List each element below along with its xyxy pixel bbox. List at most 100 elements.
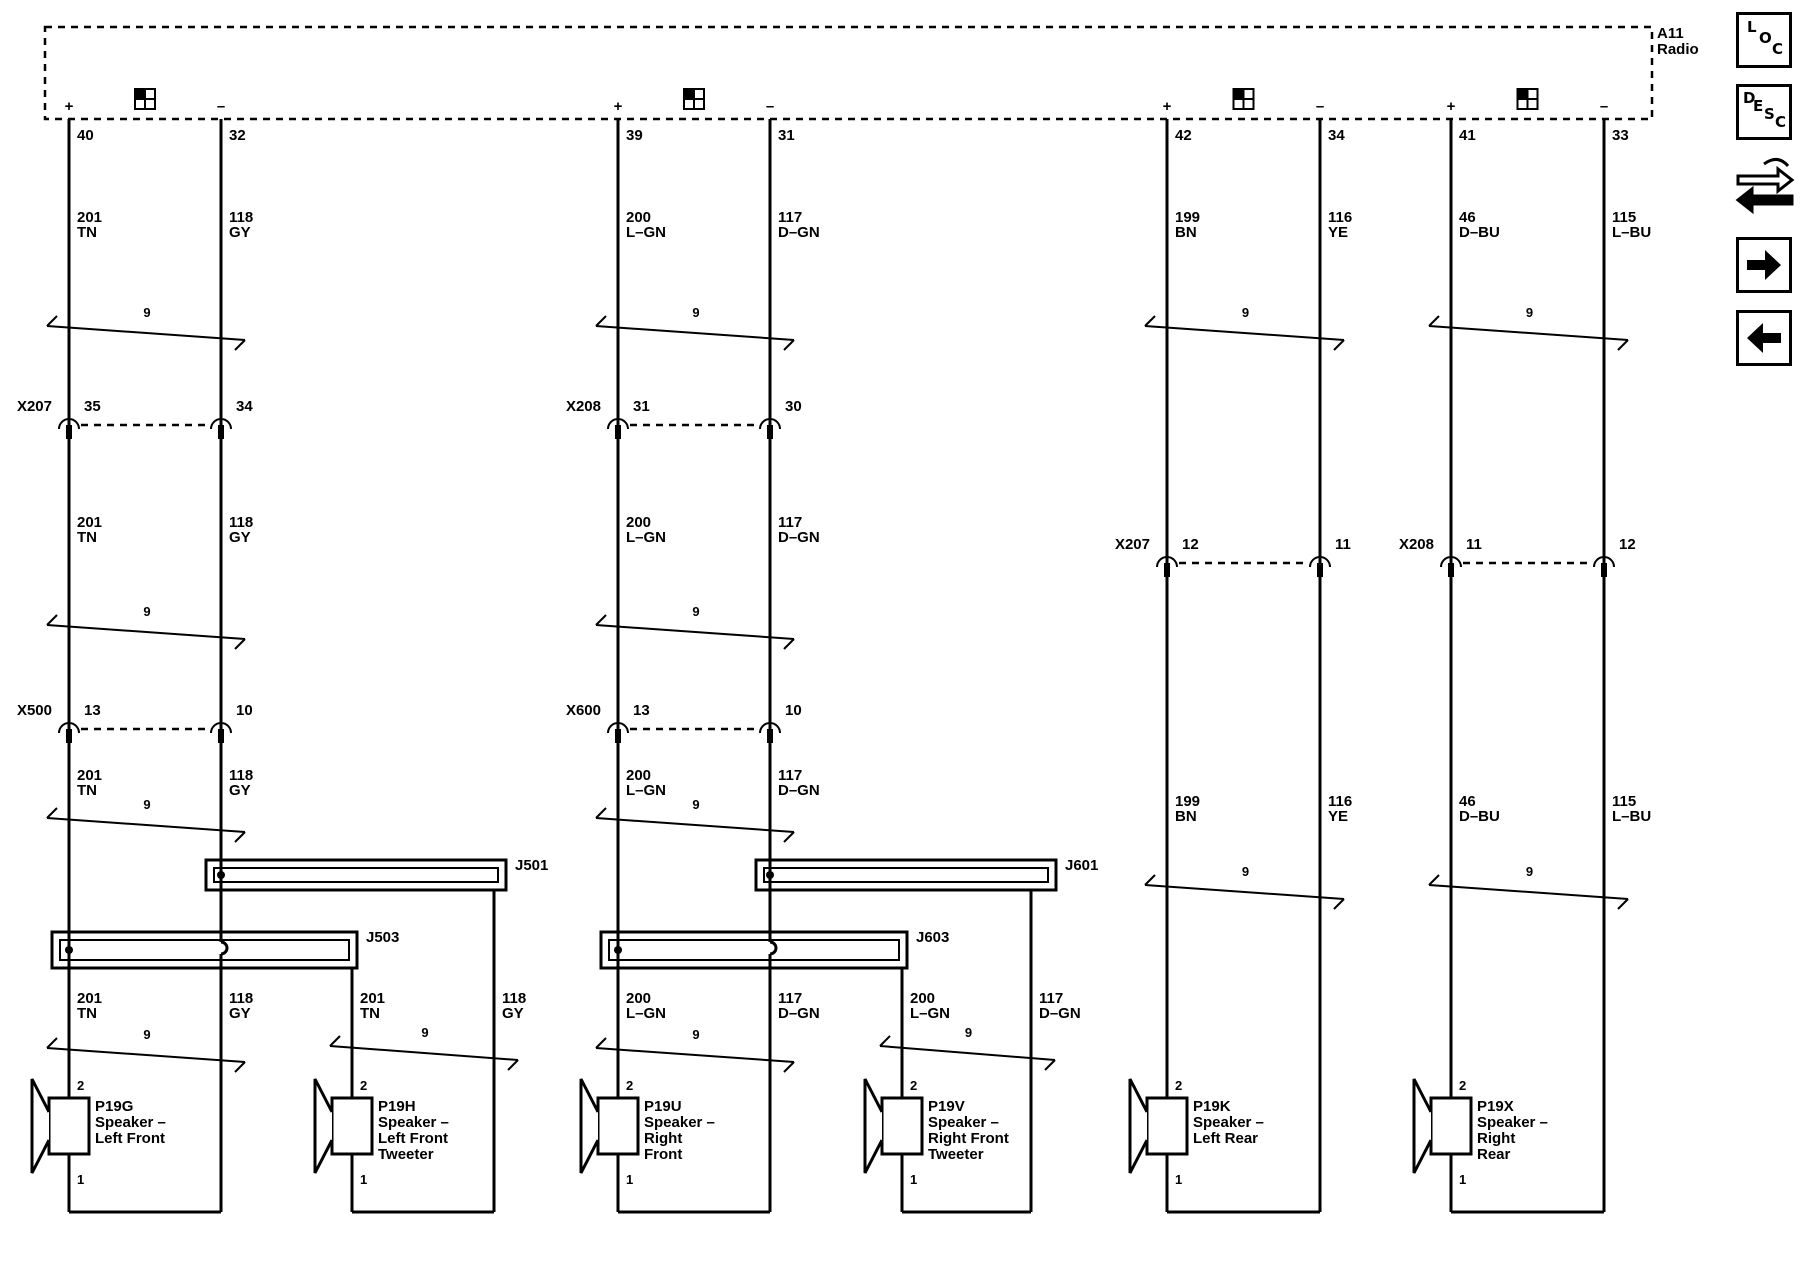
loc-letter-o: O xyxy=(1759,29,1772,47)
right-front-twist-4-tick-right xyxy=(783,1061,795,1073)
right-front-neg-d-color: D–GN xyxy=(778,1005,820,1022)
connector-end-view-icon[interactable] xyxy=(1734,150,1796,220)
left-front-tweeter-neg-circuit: 118 xyxy=(502,990,526,1007)
right-front-c2-pin-0 xyxy=(615,729,621,743)
left-front-woofer-line-0: Speaker – xyxy=(95,1114,166,1131)
left-rear-neg-b-color: YE xyxy=(1328,808,1348,825)
location-button[interactable]: L O C xyxy=(1736,12,1792,68)
left-front-c1-cavity-1 xyxy=(210,418,232,430)
left-rear-neg-a-circuit: 116 xyxy=(1328,209,1352,226)
right-front-pos-d-circuit: 200 xyxy=(626,990,651,1007)
left-rear-pos-b-circuit: 199 xyxy=(1175,793,1200,810)
module-boundary xyxy=(43,25,1654,121)
left-rear-speaker-line-0: Speaker – xyxy=(1193,1114,1264,1131)
left-front-tweeter-pin-bottom: 1 xyxy=(360,1172,367,1187)
right-front-pos-a-circuit: 200 xyxy=(626,209,651,226)
right-front-twist-1-tick-right xyxy=(783,339,795,351)
left-rear-c1-pin-1 xyxy=(1317,563,1323,577)
right-front-tweeter-neg-color: D–GN xyxy=(1039,1005,1081,1022)
right-front-twist-2-count: 9 xyxy=(692,604,699,619)
left-rear-speaker-id: P19K xyxy=(1193,1098,1231,1115)
right-front-pos-a-color: L–GN xyxy=(626,224,666,241)
right-rear-neg-pin: 33 xyxy=(1612,127,1629,144)
left-front-neg-a-color: GY xyxy=(229,224,251,241)
left-front-twist-3-tick-left xyxy=(46,807,58,819)
right-front-twist-1-count: 9 xyxy=(692,305,699,320)
left-front-tweeter-line-0: Speaker – xyxy=(378,1114,449,1131)
left-front-pos-c-color: TN xyxy=(77,782,97,799)
right-front-shield-fill xyxy=(684,89,694,99)
right-front-neg-b-color: D–GN xyxy=(778,529,820,546)
left-rear-neg-b-circuit: 116 xyxy=(1328,793,1352,810)
right-rear-neg-b-circuit: 115 xyxy=(1612,793,1636,810)
left-front-c2-pin-0 xyxy=(66,729,72,743)
right-front-twist-5-line xyxy=(879,1045,1056,1061)
left-front-twist-4-count: 9 xyxy=(143,1027,150,1042)
wire-layer xyxy=(30,88,1629,1214)
left-rear-neg-a-color: YE xyxy=(1328,224,1348,241)
right-front-neg-crossover xyxy=(769,940,778,956)
left-front-neg-pin: 32 xyxy=(229,127,246,144)
left-front-woofer-pin-top: 2 xyxy=(77,1078,84,1093)
next-page-button[interactable] xyxy=(1736,237,1792,293)
left-front-twist-1-tick-left xyxy=(46,315,58,327)
right-front-jpos-outer xyxy=(599,930,909,970)
left-front-woofer-id: P19G xyxy=(95,1098,133,1115)
right-rear-pos-a-circuit: 46 xyxy=(1459,209,1476,226)
right-front-c1-pin-1 xyxy=(767,425,773,439)
right-rear-twist-2-count: 9 xyxy=(1526,864,1533,879)
previous-page-button[interactable] xyxy=(1736,310,1792,366)
right-front-jpos-label: J603 xyxy=(916,929,949,946)
left-front-c2-cavity-1 xyxy=(210,722,232,734)
left-front-c1-pin-0 xyxy=(66,425,72,439)
right-front-tweeter-id: P19V xyxy=(928,1098,965,1115)
right-front-twist-5-tick-right xyxy=(1044,1059,1056,1071)
left-front-twist-5-count: 9 xyxy=(421,1025,428,1040)
description-button[interactable]: D E S C xyxy=(1736,84,1792,140)
right-front-woofer-line-1: Right xyxy=(644,1130,682,1147)
right-front-neg-d-circuit: 117 xyxy=(778,990,802,1007)
left-front-c1-pos-pin: 35 xyxy=(84,398,101,415)
right-rear-neg-a-circuit: 115 xyxy=(1612,209,1636,226)
right-front-twist-2-tick-right xyxy=(783,638,795,650)
right-front-c2-neg-pin: 10 xyxy=(785,702,802,719)
right-front-neg-c-color: D–GN xyxy=(778,782,820,799)
right-front-c1-cavity-1 xyxy=(759,418,781,430)
left-rear-twist-2-tick-right xyxy=(1333,898,1345,910)
left-front-neg-d-circuit: 118 xyxy=(229,990,253,1007)
right-rear-twist-2-tick-left xyxy=(1428,874,1440,886)
left-front-twist-4-tick-left xyxy=(46,1037,58,1049)
left-rear-neg-pin: 34 xyxy=(1328,127,1345,144)
left-front-woofer-cone xyxy=(30,1078,51,1174)
right-front-neg-pin: 31 xyxy=(778,127,795,144)
left-front-woofer-magnet xyxy=(47,1096,91,1156)
right-front-woofer-magnet xyxy=(596,1096,640,1156)
right-front-tweeter-line-1: Right Front xyxy=(928,1130,1009,1147)
right-rear-c1-neg-pin: 12 xyxy=(1619,536,1636,553)
left-front-pos-a-circuit: 201 xyxy=(77,209,102,226)
left-front-c1-pin-1 xyxy=(218,425,224,439)
left-front-twist-5-line xyxy=(329,1045,519,1061)
left-front-jneg-tap xyxy=(217,871,225,879)
left-front-c2-cavity-0 xyxy=(58,722,80,734)
left-front-tweeter-pos-circuit: 201 xyxy=(360,990,385,1007)
desc-letter-c: C xyxy=(1775,113,1787,131)
right-front-c2-cavity-0 xyxy=(607,722,629,734)
right-front-neg-b-circuit: 117 xyxy=(778,514,802,531)
right-front-twist-5-count: 9 xyxy=(965,1025,972,1040)
right-front-twist-1-line xyxy=(595,325,795,341)
left-rear-pos-b-color: BN xyxy=(1175,808,1197,825)
left-front-tweeter-neg-color: GY xyxy=(502,1005,524,1022)
left-rear-c1-cavity-1 xyxy=(1309,556,1331,568)
left-front-neg-b-color: GY xyxy=(229,529,251,546)
right-rear-c1-cavity-1 xyxy=(1593,556,1615,568)
left-rear-c1-cavity-0 xyxy=(1156,556,1178,568)
left-rear-pos-a-color: BN xyxy=(1175,224,1197,241)
desc-letter-d: D xyxy=(1743,89,1756,107)
right-rear-pos-b-circuit: 46 xyxy=(1459,793,1476,810)
left-front-neg-b-circuit: 118 xyxy=(229,514,253,531)
right-rear-speaker-cone xyxy=(1412,1078,1433,1174)
left-front-c2-id: X500 xyxy=(17,702,52,719)
